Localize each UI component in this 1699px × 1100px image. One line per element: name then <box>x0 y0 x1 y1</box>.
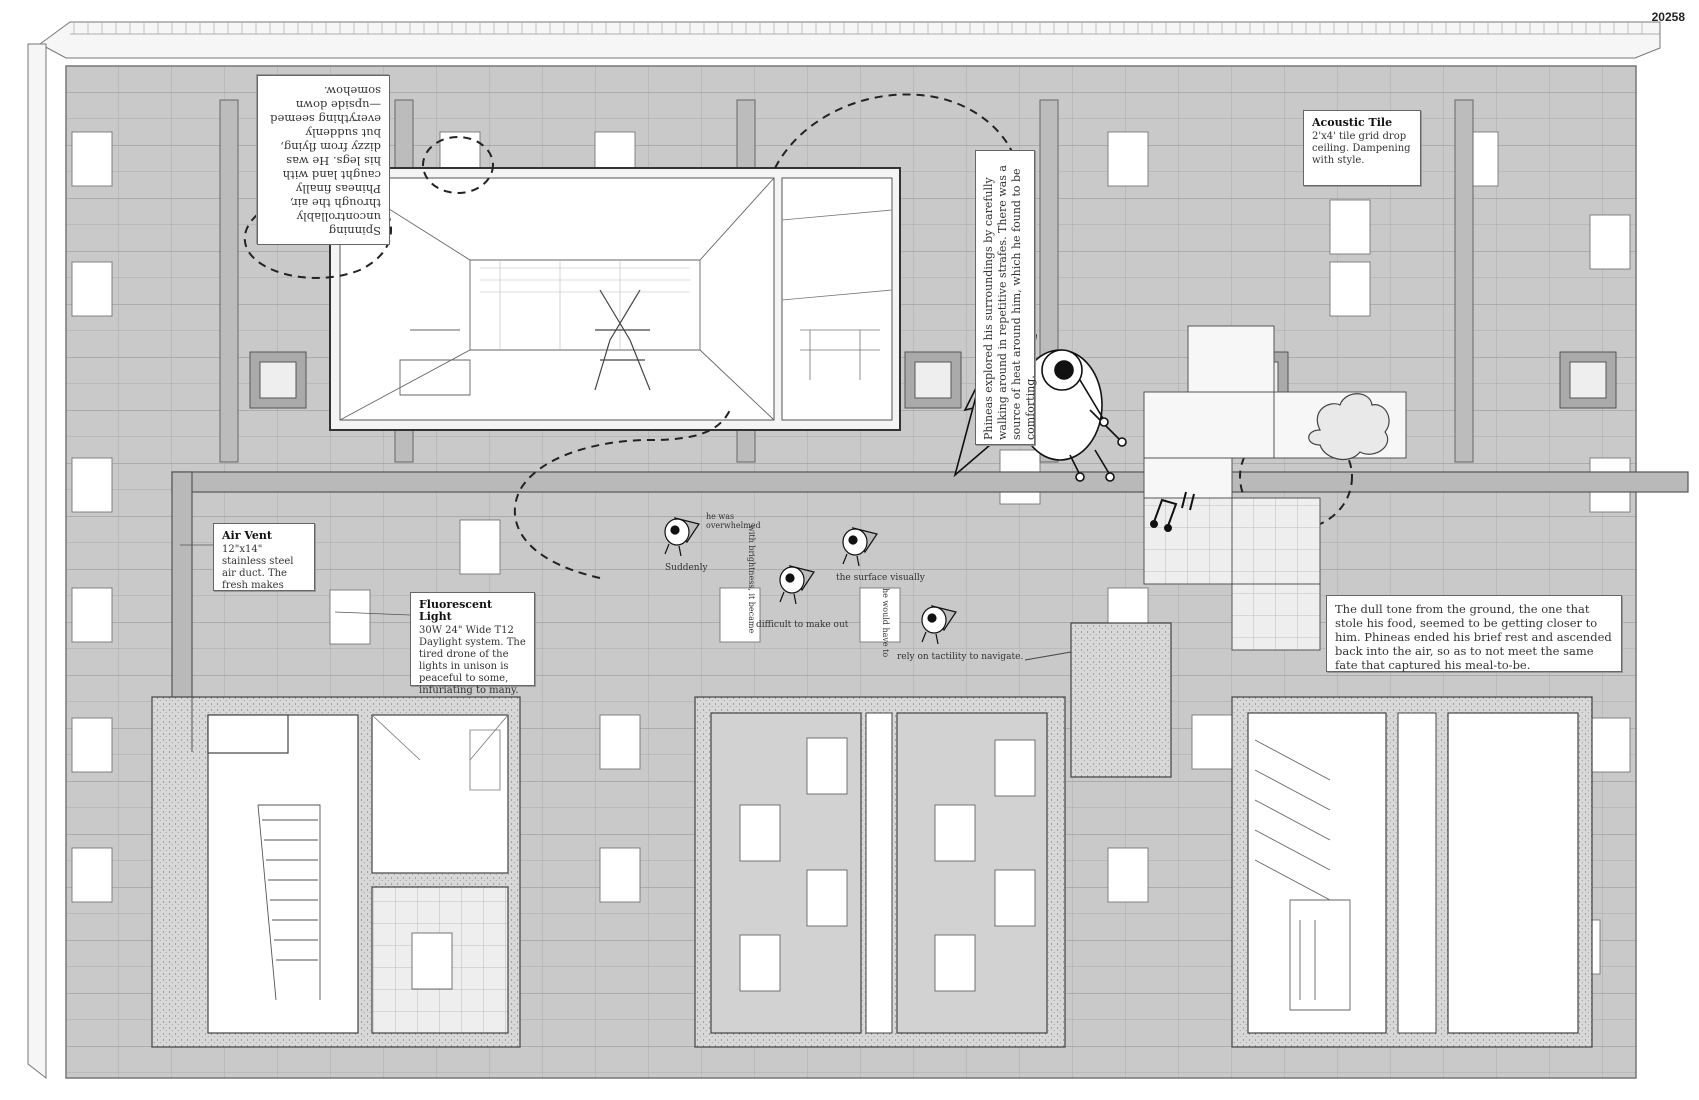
fragment-suddenly: Suddenly <box>665 563 708 573</box>
smoke-cloud-icon <box>1308 393 1390 461</box>
left-frame <box>27 43 47 1080</box>
speckled-panel <box>1070 622 1172 778</box>
recessed-light-panel <box>71 131 113 187</box>
recessed-light-panel <box>1191 714 1233 770</box>
air-vent-body: 12"x14" stainless steel air duct. The fr… <box>222 544 294 591</box>
fluorescent-light-body: 30W 24" Wide T12 Daylight system. The ti… <box>419 625 526 696</box>
fragment-brightness: with brightness, it became <box>747 525 756 634</box>
acoustic-tile-body: 2'x4' tile grid drop ceiling. Dampening … <box>1312 131 1411 166</box>
fragment-surface: the surface visually <box>836 573 925 583</box>
lower-rooms <box>151 696 1593 1048</box>
recessed-light-panel <box>71 457 113 513</box>
recessed-light-panel <box>1329 261 1371 317</box>
recessed-light-panel <box>1589 717 1631 773</box>
top-frame <box>39 21 1661 59</box>
fragment-rely: rely on tactility to navigate. <box>897 652 1024 662</box>
recessed-light-panel <box>599 847 641 903</box>
fluorescent-light-callout: Fluorescent Light 30W 24" Wide T12 Dayli… <box>410 592 535 696</box>
recessed-light-panel <box>71 261 113 317</box>
acoustic-tile-callout: Acoustic Tile 2'x4' tile grid drop ceili… <box>1303 110 1421 186</box>
recessed-light-panel <box>599 714 641 770</box>
recessed-light-panel <box>1329 199 1371 255</box>
adjacent-room-cells <box>1143 325 1407 651</box>
fragment-overwhelmed: he was overwhelmed <box>706 512 761 530</box>
story-explored-text: Phineas explored his surroundings by car… <box>982 165 1037 440</box>
main-beam <box>171 471 1689 753</box>
fragment-difficult: difficult to make out <box>756 620 849 630</box>
story-explored: Phineas explored his surroundings by car… <box>975 150 1037 445</box>
story-spinning: Spinning uncontrollably through the air,… <box>257 75 390 245</box>
perspective-render-panel <box>329 167 901 431</box>
recessed-light-panel <box>71 847 113 903</box>
recessed-light-panel <box>719 587 761 643</box>
acoustic-tile-title: Acoustic Tile <box>1312 116 1393 129</box>
recessed-light-panel <box>1107 131 1149 187</box>
phineas-fly-small <box>664 517 957 645</box>
fragment-would-have: he would have to <box>881 588 890 658</box>
fluorescent-light-title: Fluorescent Light <box>419 598 493 623</box>
recessed-light-panel <box>1107 847 1149 903</box>
recessed-light-panel <box>71 587 113 643</box>
recessed-light-panel <box>459 519 501 575</box>
recessed-light-panel <box>71 717 113 773</box>
sheet-number: 20258 <box>1651 10 1685 24</box>
recessed-light-panel <box>329 589 371 645</box>
music-note-icon <box>1150 491 1195 532</box>
air-vent-title: Air Vent <box>222 529 272 542</box>
recessed-light-panel <box>859 587 901 643</box>
air-vent-callout: Air Vent 12"x14" stainless steel air duc… <box>213 523 315 591</box>
story-dull-tone: The dull tone from the ground, the one t… <box>1326 595 1622 672</box>
recessed-light-panel <box>1589 214 1631 270</box>
